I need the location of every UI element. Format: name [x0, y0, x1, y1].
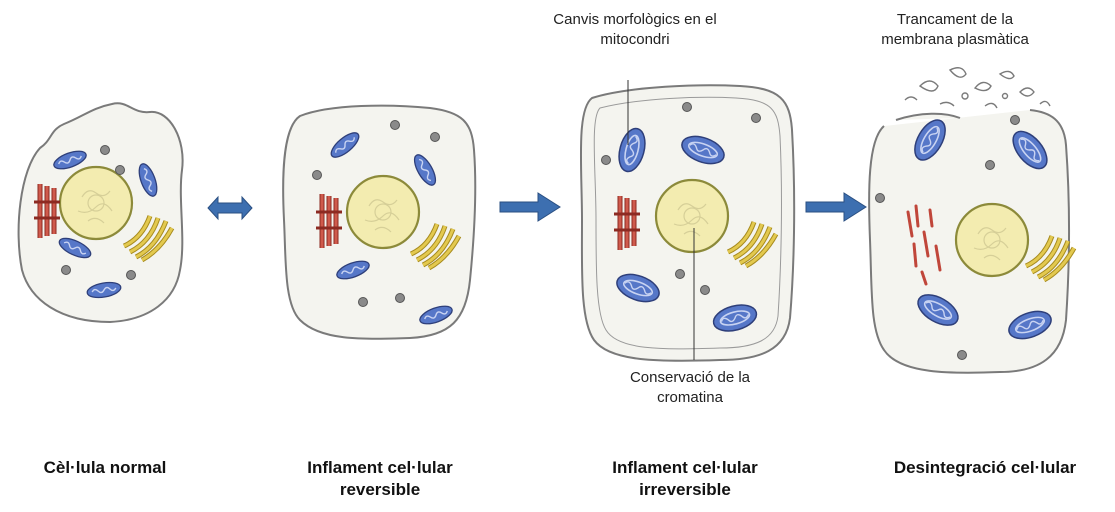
annotation-chromatin-line2: cromatina — [600, 388, 780, 408]
caption-normal-cell: Cèl·lula normal — [20, 457, 190, 479]
caption-line1: Cèl·lula normal — [20, 457, 190, 479]
caption-reversible: Inflament cel·lular reversible — [280, 457, 480, 501]
caption-disintegration: Desintegració cel·lular — [862, 457, 1108, 479]
annotation-chromatin: Conservació de la cromatina — [600, 368, 780, 408]
progression-arrow-1 — [500, 193, 560, 221]
caption-line1: Inflament cel·lular — [585, 457, 785, 479]
caption-line1: Desintegració cel·lular — [862, 457, 1108, 479]
annotation-chromatin-line1: Conservació de la — [600, 368, 780, 388]
caption-irreversible: Inflament cel·lular irreversible — [585, 457, 785, 501]
reversible-arrow — [208, 197, 252, 219]
cell-normal — [19, 103, 183, 322]
annotation-membrane-line1: Trancament de la — [860, 10, 1050, 30]
caption-line1: Inflament cel·lular — [280, 457, 480, 479]
cell-irreversible-swelling — [581, 80, 794, 361]
annotation-membrane: Trancament de la membrana plasmàtica — [860, 10, 1050, 50]
caption-line2: reversible — [280, 479, 480, 501]
progression-arrow-2 — [806, 193, 866, 221]
caption-line2: irreversible — [585, 479, 785, 501]
annotation-membrane-line2: membrana plasmàtica — [860, 30, 1050, 50]
annotation-mitochondria-line1: Canvis morfològics en el — [525, 10, 745, 30]
membrane-fragments — [905, 68, 1050, 108]
cell-reversible-swelling — [283, 106, 475, 339]
annotation-mitochondria: Canvis morfològics en el mitocondri — [525, 10, 745, 50]
annotation-mitochondria-line2: mitocondri — [525, 30, 745, 50]
cell-disintegration — [869, 68, 1074, 373]
